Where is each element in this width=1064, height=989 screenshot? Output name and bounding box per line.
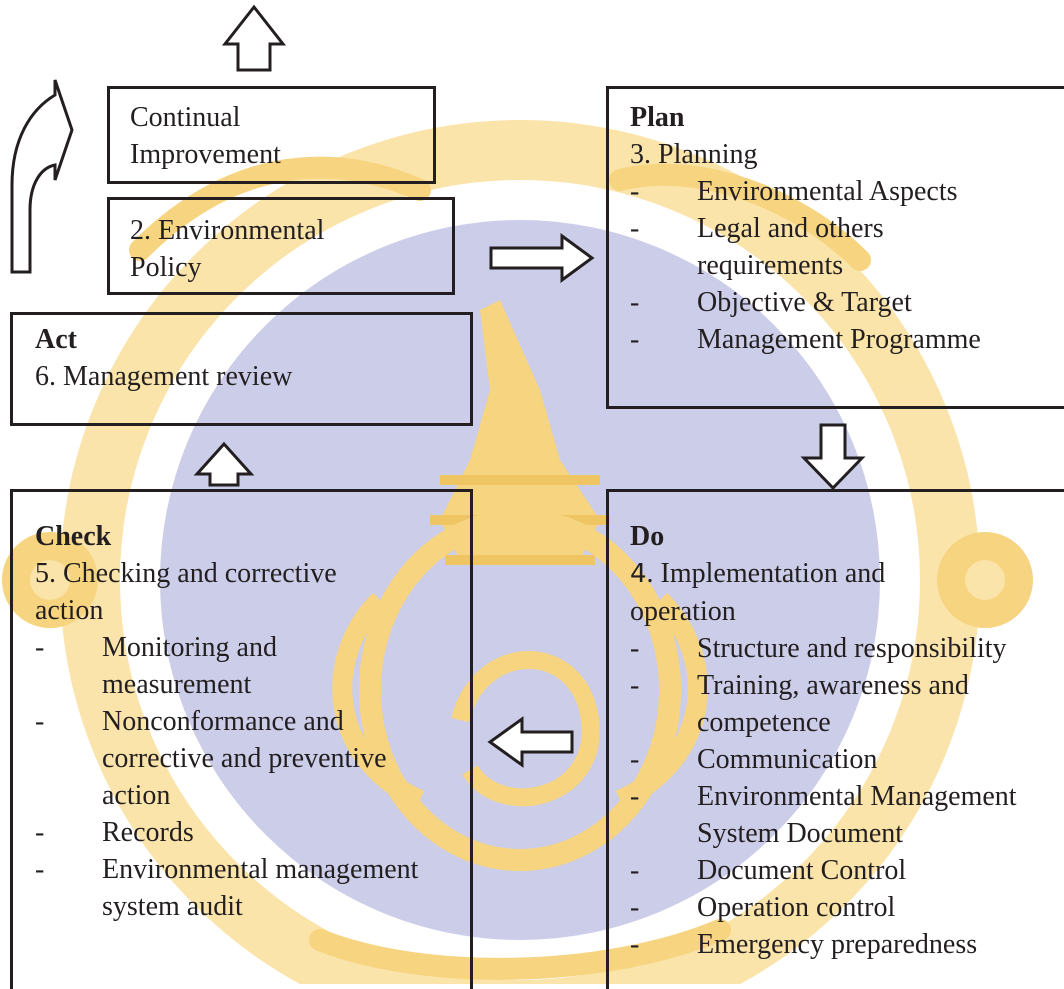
bullet-dash: - — [35, 706, 45, 737]
do-item: - Training, awareness and competence — [630, 667, 1017, 741]
check-text: Check 5. Checking and corrective action … — [35, 518, 418, 925]
plan-item-text: requirements — [697, 250, 844, 281]
bullet-dash: - — [630, 670, 640, 701]
watermark-flourish-right — [615, 592, 708, 810]
watermark-flower-right-center — [965, 560, 1005, 600]
bullet-dash: - — [35, 632, 45, 663]
plan-item-text: Legal and others — [697, 213, 884, 244]
watermark-swirl — [451, 651, 600, 807]
plan-item: - Environmental Aspects — [630, 173, 981, 210]
bullet-dash: - — [630, 213, 640, 244]
do-item-text: Operation control — [697, 892, 896, 923]
plan-item: - Legal and others requirements — [630, 210, 981, 284]
plan-box — [606, 86, 1064, 409]
plan-item-text: Management Programme — [697, 324, 981, 355]
check-item-text: Records — [102, 817, 194, 848]
watermark-script-top — [129, 156, 871, 271]
do-box — [606, 489, 1064, 989]
check-heading: Check — [35, 521, 112, 552]
do-heading: Do — [630, 521, 665, 552]
watermark-flower-left-center — [30, 560, 70, 600]
do-line-1-text: . Implementation and — [646, 558, 886, 589]
do-line-1: 4. Implementation and — [630, 555, 1017, 593]
do-item-text: competence — [697, 707, 831, 738]
continual-line: Continual — [130, 102, 241, 133]
bullet-dash: - — [35, 817, 45, 848]
check-item: - Environmental management system audit — [35, 851, 418, 925]
bullet-dash: - — [630, 929, 640, 960]
do-item-text: Structure and responsibility — [697, 633, 1007, 664]
do-item: - Structure and responsibility — [630, 630, 1017, 667]
bullet-dash: - — [630, 781, 640, 812]
watermark-blue-disc — [160, 220, 880, 940]
watermark-script-bottom — [309, 919, 731, 980]
bullet-dash: - — [630, 633, 640, 664]
bullet-dash: - — [630, 324, 640, 355]
plan-item-text: Environmental Aspects — [697, 176, 958, 207]
down-arrow-plan-to-do — [800, 423, 866, 491]
left-arrow-do-to-check — [487, 716, 574, 768]
bullet-dash: - — [35, 854, 45, 885]
bullet-dash: - — [630, 744, 640, 775]
continual-improvement-box — [107, 86, 436, 184]
do-text: Do 4. Implementation and operation - Str… — [630, 518, 1017, 963]
check-box — [10, 489, 473, 989]
plan-line: 3. Planning — [630, 139, 758, 170]
bullet-dash: - — [630, 176, 640, 207]
check-item-text: corrective and preventive — [102, 743, 387, 774]
check-item: - Monitoring and measurement — [35, 629, 418, 703]
plan-heading: Plan — [630, 102, 685, 133]
do-item-text: Environmental Management — [697, 781, 1017, 812]
improvement-line: Improvement — [130, 139, 281, 170]
do-item: - Emergency preparedness — [630, 926, 1017, 963]
plan-text: Plan 3. Planning - Environmental Aspects… — [630, 99, 981, 358]
do-item: - Communication — [630, 741, 1017, 778]
act-heading: Act — [35, 324, 77, 355]
check-item-text: Monitoring and — [102, 632, 277, 663]
do-item-text: Training, awareness and — [697, 670, 969, 701]
bullet-dash: - — [630, 892, 640, 923]
environmental-policy-box — [107, 197, 455, 295]
right-arrow-policy-to-plan — [489, 233, 595, 283]
watermark-crown — [440, 300, 600, 560]
check-item-text: system audit — [102, 891, 243, 922]
plan-item-text: Objective & Target — [697, 287, 912, 318]
check-item-text: Nonconformance and — [102, 706, 344, 737]
bullet-dash: - — [630, 855, 640, 886]
plan-item: - Objective & Target — [630, 284, 981, 321]
act-line: 6. Management review — [35, 361, 293, 392]
up-arrow-top — [221, 4, 287, 72]
policy-line-1: 2. Environmental — [130, 215, 325, 246]
check-item: - Nonconformance and corrective and prev… — [35, 703, 418, 814]
do-item-text: Emergency preparedness — [697, 929, 978, 960]
do-item: - Operation control — [630, 889, 1017, 926]
plan-item: - Management Programme — [630, 321, 981, 358]
check-line-1: 5. Checking and corrective — [35, 558, 337, 589]
act-text: Act 6. Management review — [35, 321, 292, 395]
do-item-text: System Document — [697, 818, 904, 849]
do-number: 4 — [630, 559, 647, 589]
watermark-emblem — [359, 509, 681, 871]
check-line-2: action — [35, 595, 104, 626]
do-item-text: Communication — [697, 744, 878, 775]
check-item-text: measurement — [102, 669, 252, 700]
do-item: - Environmental Management System Docume… — [630, 778, 1017, 852]
continual-improvement-text: Continual Improvement — [130, 99, 281, 173]
watermark-flourish-left — [332, 592, 425, 810]
bullet-dash: - — [630, 287, 640, 318]
act-box — [10, 312, 473, 426]
check-item-text: action — [102, 780, 171, 811]
up-arrow-check-to-act — [193, 441, 255, 487]
curved-up-arrow — [10, 79, 74, 274]
policy-line-2: Policy — [130, 252, 202, 283]
check-item: - Records — [35, 814, 418, 851]
do-line-2: operation — [630, 596, 736, 627]
do-item: - Document Control — [630, 852, 1017, 889]
do-item-text: Document Control — [697, 855, 907, 886]
check-item-text: Environmental management — [102, 854, 419, 885]
environmental-policy-text: 2. Environmental Policy — [130, 212, 324, 286]
